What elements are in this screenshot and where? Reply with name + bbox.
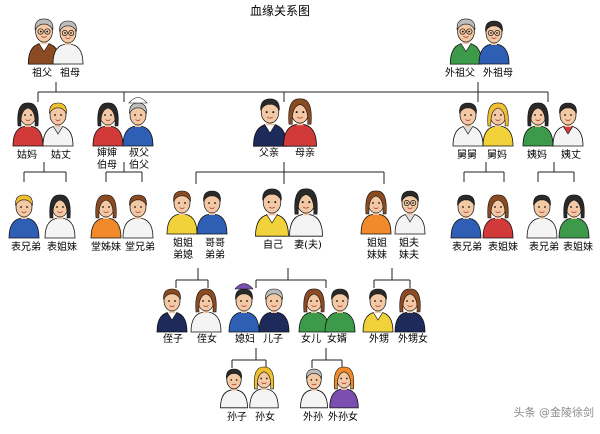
nephew-outer-figure (362, 288, 394, 333)
grandson-outer-figure (300, 368, 328, 409)
label-grandmother: 祖母 (60, 68, 80, 79)
hat-icon (128, 97, 148, 104)
father-figure (253, 98, 287, 147)
label-cousin-b: 表姐妹 (47, 242, 77, 253)
label-nephew: 侄子 (163, 334, 183, 345)
hat-icon (234, 283, 254, 290)
label-paternal-aunt-husband: 姑丈 (51, 150, 71, 161)
niece-figure (190, 288, 222, 333)
label-cousin-c: 堂姊妹 (91, 242, 121, 253)
grandfather-figure (27, 18, 61, 65)
mother-figure (283, 98, 317, 147)
label-nephew-outer: 外甥 (369, 334, 389, 345)
cousin-b-figure (44, 194, 76, 239)
label-daughter-in-law: 媳妇 (235, 334, 255, 345)
cousin-g-figure (526, 194, 558, 239)
paternal-uncle-figure (122, 102, 154, 147)
maternal-uncle-figure (452, 102, 484, 147)
granddaughter-figure (249, 366, 279, 409)
younger-sibling-m-figure (196, 190, 228, 235)
label-maternal-uncle: 舅舅 (457, 150, 477, 161)
self-figure (255, 188, 289, 237)
cousin-e-figure (450, 194, 482, 239)
label-granddaughter: 孙女 (255, 412, 275, 423)
maternal-uncle-wife-figure (482, 102, 514, 147)
maternal-grandmother-figure (478, 20, 510, 65)
daughter-figure (298, 288, 330, 333)
sister-husband-figure (394, 190, 426, 235)
label-cousin-e: 表兄弟 (452, 242, 482, 253)
label-son: 儿子 (263, 334, 283, 345)
label-cousin-d: 堂兄弟 (125, 242, 155, 253)
label-maternal-grandfather: 外祖父 (445, 68, 475, 79)
label-younger-sibling-m: 哥哥 弟弟 (205, 238, 225, 261)
cousin-h-figure (558, 194, 590, 239)
maternal-grandfather-figure (449, 18, 483, 65)
sister-figure (360, 190, 392, 235)
spouse-figure (289, 188, 323, 237)
connector-lines (23, 82, 575, 368)
cousin-c-figure (90, 194, 122, 239)
label-younger-sibling-f: 姐姐 弟媳 (173, 238, 193, 261)
label-uncle-wife: 婶婶 伯母 (97, 148, 117, 171)
cousin-d-figure (122, 194, 154, 239)
nephew-figure (156, 288, 188, 333)
diagram-title: 血缘关系图 (249, 4, 310, 18)
grandmother-figure (52, 20, 84, 65)
label-sister: 姐姐 妹妹 (367, 238, 387, 261)
label-maternal-aunt-husband: 姨丈 (561, 150, 581, 161)
granddaughter-outer-figure (329, 366, 359, 409)
label-paternal-aunt: 姑妈 (17, 150, 37, 161)
label-cousin-h: 表姐妹 (563, 242, 593, 253)
paternal-aunt-husband-figure (42, 102, 74, 147)
cousin-f-figure (482, 194, 514, 239)
label-maternal-grandmother: 外祖母 (483, 68, 513, 79)
label-granddaughter-outer: 外孙女 (328, 412, 358, 423)
label-cousin-a: 表兄弟 (11, 242, 41, 253)
label-father: 父亲 (259, 148, 279, 159)
label-grandson-outer: 外孙 (303, 412, 323, 423)
label-self: 自己 (263, 240, 283, 251)
label-mother: 母亲 (295, 148, 315, 159)
label-cousin-g: 表兄弟 (529, 242, 559, 253)
son-in-law-figure (324, 288, 356, 333)
cousin-a-figure (8, 194, 40, 239)
daughter-in-law-figure (228, 288, 260, 333)
maternal-aunt-figure (522, 102, 554, 147)
label-grandson: 孙子 (227, 412, 247, 423)
label-maternal-uncle-wife: 舅妈 (487, 150, 507, 161)
label-maternal-aunt: 姨妈 (527, 150, 547, 161)
label-niece: 侄女 (197, 334, 217, 345)
label-cousin-f: 表姐妹 (488, 242, 518, 253)
watermark: 头条 @金陵徐剑 (513, 406, 595, 419)
label-sister-husband: 姐夫 妹夫 (399, 238, 419, 261)
label-paternal-uncle: 叔父 伯父 (129, 148, 149, 171)
son-figure (258, 288, 290, 333)
label-daughter: 女儿 (301, 334, 321, 345)
grandson-figure (220, 368, 248, 409)
label-niece-outer: 外甥女 (398, 334, 428, 345)
niece-outer-figure (394, 288, 426, 333)
maternal-aunt-husband-figure (552, 102, 584, 147)
uncle-wife-figure (92, 102, 124, 147)
label-spouse: 妻(夫) (294, 240, 322, 251)
younger-sibling-f-figure (166, 190, 198, 235)
label-grandfather: 祖父 (32, 68, 52, 79)
figures (8, 18, 590, 409)
label-son-in-law: 女婿 (327, 334, 347, 345)
paternal-aunt-figure (12, 102, 44, 147)
